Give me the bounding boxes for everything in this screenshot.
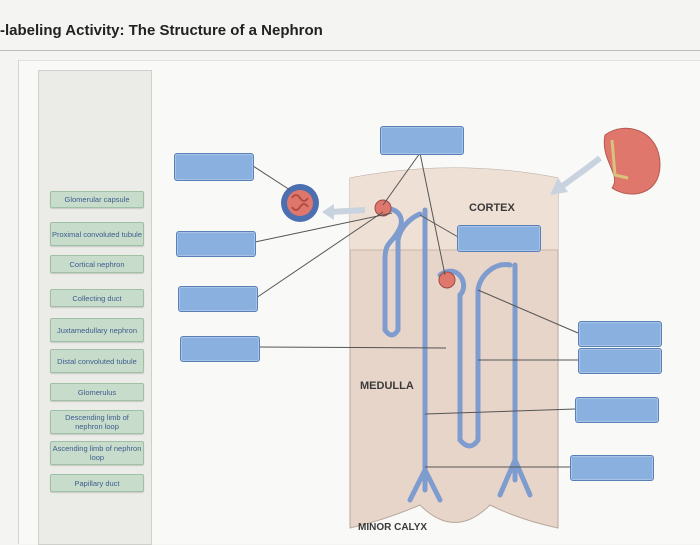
diagram-glomerulus-juxtamedullary xyxy=(438,271,456,289)
zoom-arrow xyxy=(329,207,366,215)
drop-target-8[interactable] xyxy=(578,348,662,374)
title-divider xyxy=(0,50,700,51)
kidney-icon xyxy=(603,127,661,195)
drop-target-7[interactable] xyxy=(578,321,662,347)
label-chip-distal-convoluted-tubule[interactable]: Distal convoluted tubule xyxy=(50,349,144,373)
drop-target-6[interactable] xyxy=(457,225,541,252)
minor-calyx-label: MINOR CALYX xyxy=(358,522,427,533)
cortex-label: CORTEX xyxy=(469,202,516,214)
drop-target-9[interactable] xyxy=(575,397,659,423)
kidney-arrow xyxy=(558,155,602,191)
label-chip-juxtamedullary-nephron[interactable]: Juxtamedullary nephron xyxy=(50,318,144,342)
label-chip-ascending-limb[interactable]: Ascending limb of nephron loop xyxy=(50,441,144,465)
drop-target-4[interactable] xyxy=(180,336,260,362)
drop-target-1[interactable] xyxy=(174,153,254,181)
drop-target-5[interactable] xyxy=(380,126,464,155)
label-chip-collecting-duct[interactable]: Collecting duct xyxy=(50,289,144,307)
label-chip-glomerular-capsule[interactable]: Glomerular capsule xyxy=(50,191,144,208)
drop-target-2[interactable] xyxy=(176,231,256,257)
label-chip-proximal-convoluted-tubule[interactable]: Proximal convoluted tubule xyxy=(50,222,144,246)
label-chip-glomerulus[interactable]: Glomerulus xyxy=(50,383,144,401)
leader-lines xyxy=(252,152,579,468)
drop-target-3[interactable] xyxy=(178,286,258,312)
nephron-tubules xyxy=(375,206,533,503)
label-chip-cortical-nephron[interactable]: Cortical nephron xyxy=(50,255,144,273)
drop-target-10[interactable] xyxy=(570,455,654,481)
enlarged-glomerulus xyxy=(287,190,313,216)
label-chip-descending-limb[interactable]: Descending limb of nephron loop xyxy=(50,410,144,434)
medulla-label: MEDULLA xyxy=(360,380,414,392)
diagram-glomerulus-cortical xyxy=(374,199,392,217)
label-chip-papillary-duct[interactable]: Papillary duct xyxy=(50,474,144,492)
page-title: -labeling Activity: The Structure of a N… xyxy=(0,22,323,39)
word-bank-panel xyxy=(38,70,152,545)
